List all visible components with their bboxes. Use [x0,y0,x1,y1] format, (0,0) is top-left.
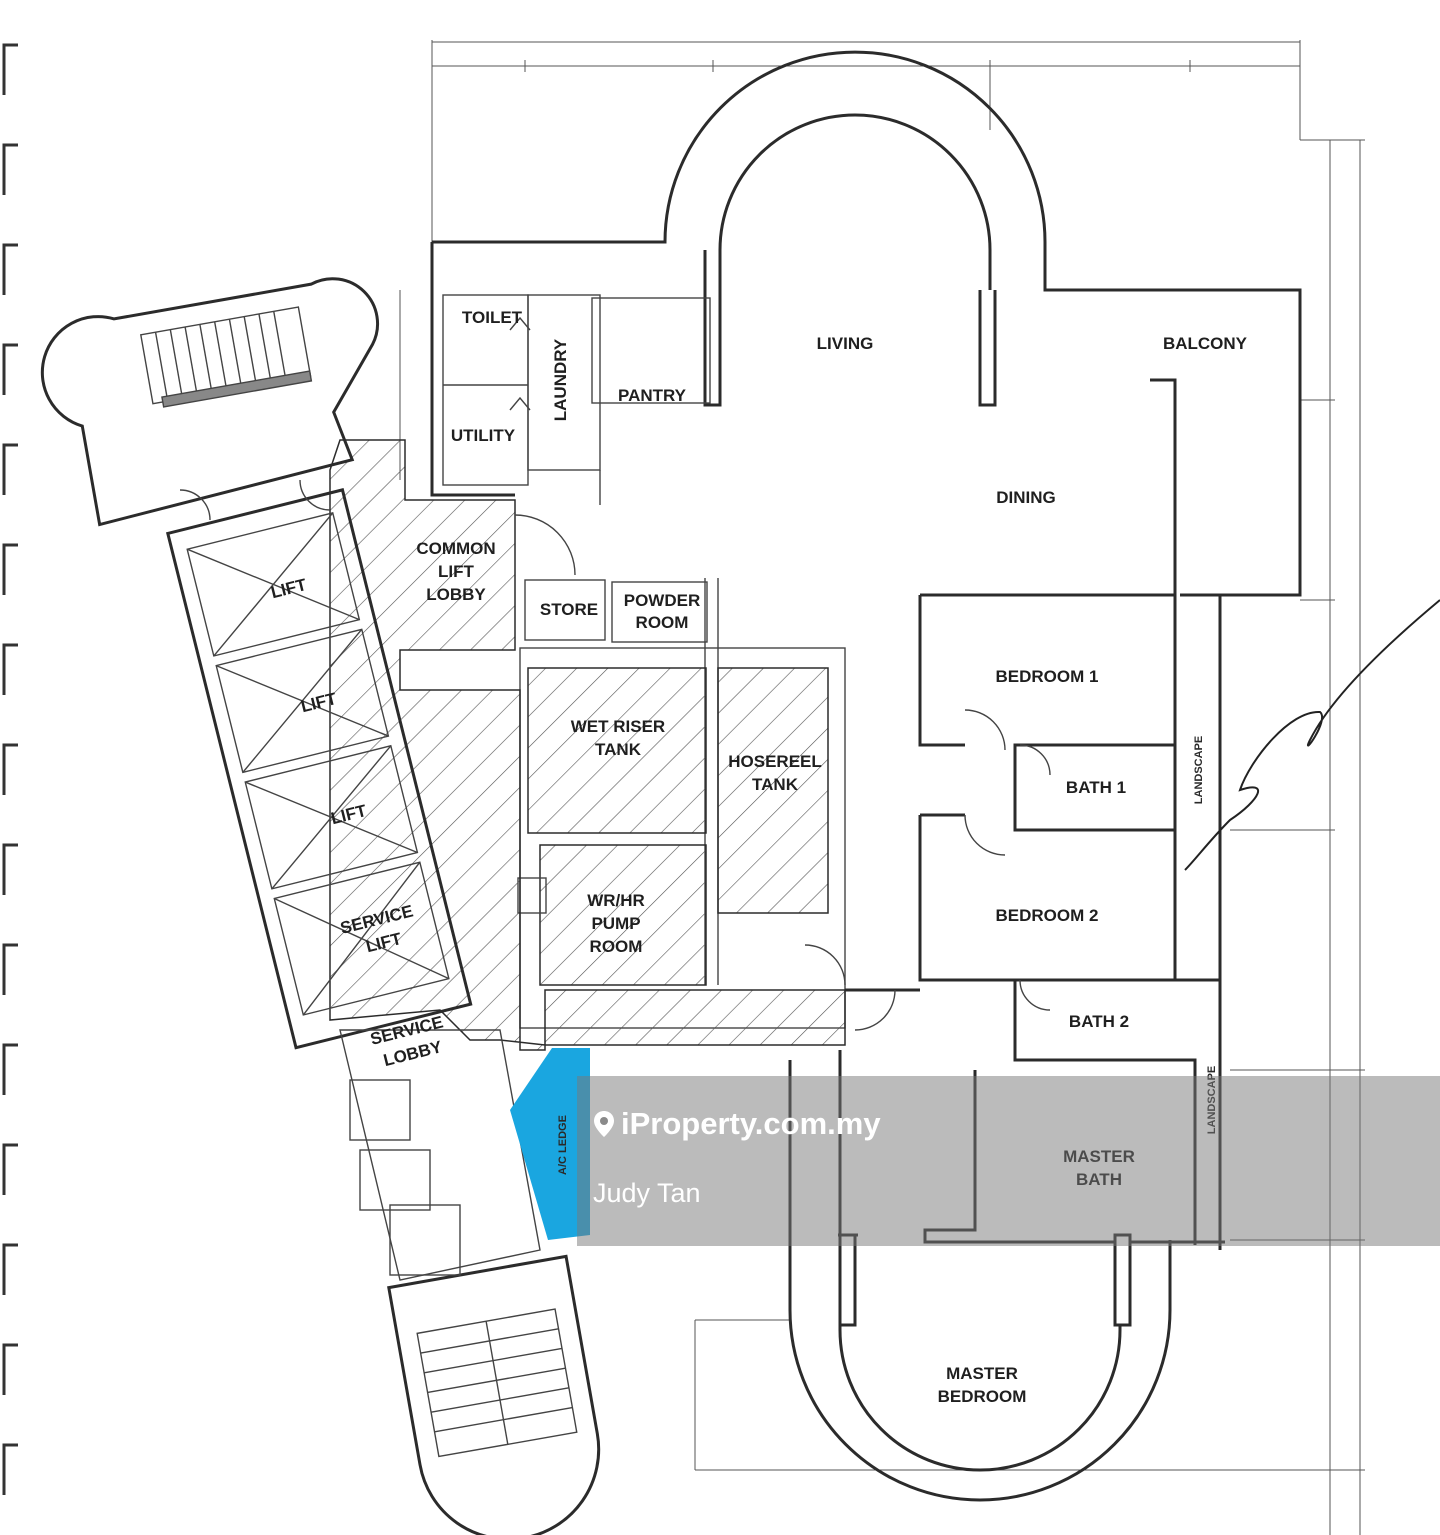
label-common-lift-lobby-2: LIFT [438,562,474,581]
label-store: STORE [540,600,598,619]
service-rooms [442,294,711,505]
label-powder-room-2: ROOM [636,613,689,632]
label-ac-ledge: A/C LEDGE [557,1115,569,1175]
label-hosereel-tank-1: HOSEREEL [728,752,822,771]
outer-walls [430,50,1302,597]
page-edge-marks [2,43,18,1495]
ac-ledge-highlight [510,1048,590,1240]
label-wet-riser-tank-1: WET RISER [571,717,665,736]
watermark-band [577,1076,1440,1246]
label-pump-room-2: PUMP [591,914,640,933]
label-pump-room-1: WR/HR [587,891,645,910]
label-dining: DINING [996,488,1056,507]
upper-stair [40,277,380,527]
door-swings [179,479,1051,1031]
label-lift-1: LIFT [269,575,309,602]
label-master-bedroom-1: MASTER [946,1364,1018,1383]
lift-core [165,488,473,1050]
label-common-lift-lobby-1: COMMON [416,539,495,558]
service-corridor [339,1029,541,1281]
label-pump-room-3: ROOM [590,937,643,956]
label-master-bedroom-2: BEDROOM [938,1387,1027,1406]
label-landscape-upper: LANDSCAPE [1193,736,1205,804]
label-living: LIVING [817,334,874,353]
lift-lobby-hatch [329,439,846,1051]
label-wet-riser-tank-2: TANK [595,740,642,759]
label-laundry: LAUNDRY [551,338,570,421]
label-bath1: BATH 1 [1066,778,1126,797]
watermark-brand-text: iProperty.com.my [621,1106,881,1141]
label-utility: UTILITY [451,426,516,445]
label-bedroom2: BEDROOM 2 [996,906,1099,925]
label-bedroom1: BEDROOM 1 [996,667,1099,686]
signature-scribble [1184,599,1440,871]
label-toilet: TOILET [462,308,523,327]
label-balcony: BALCONY [1163,334,1248,353]
label-hosereel-tank-2: TANK [752,775,799,794]
location-pin-icon [594,1111,614,1137]
label-powder-room-1: POWDER [624,591,701,610]
watermark-agent: Judy Tan [593,1178,701,1208]
dimension-lines [399,40,1365,1535]
label-pantry: PANTRY [618,386,687,405]
label-bath2: BATH 2 [1069,1012,1129,1031]
watermark-brand: iProperty.com.my [593,1106,881,1142]
label-common-lift-lobby-3: LOBBY [426,585,486,604]
lower-stair [387,1254,601,1535]
tank-rooms [517,647,846,1029]
